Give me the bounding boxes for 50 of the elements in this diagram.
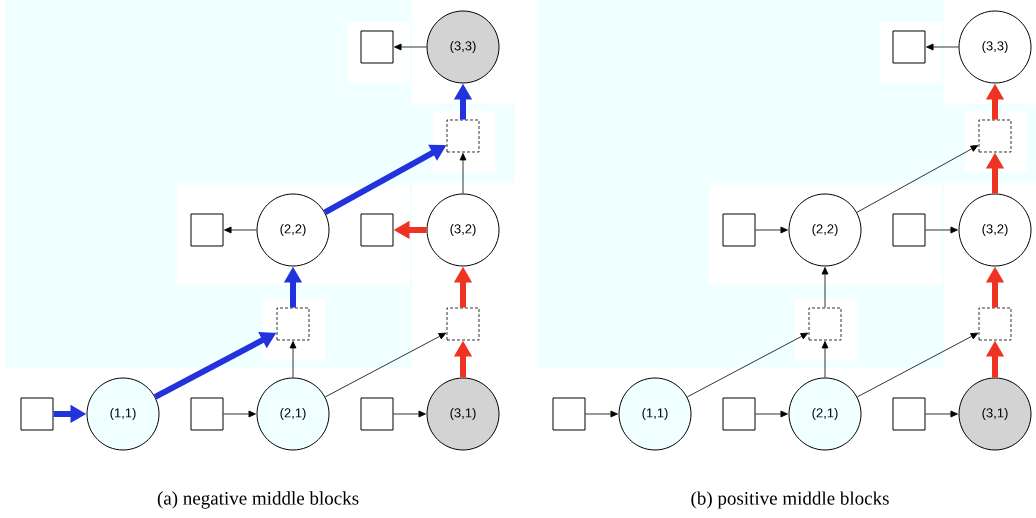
square-node (360, 30, 394, 64)
arrow (224, 226, 257, 234)
dashed-square (978, 119, 1012, 153)
arrow (856, 332, 979, 398)
caption: (a) negative middle blocks (157, 491, 359, 509)
circle-node: (3,3) (426, 10, 500, 84)
square-node (722, 397, 756, 431)
square-node (20, 397, 54, 431)
circle-node: (1,1) (618, 377, 692, 451)
arrow (821, 341, 829, 378)
circle-node: (3,3) (958, 10, 1032, 84)
circle-node: (2,2) (256, 193, 330, 267)
arrow (459, 153, 467, 194)
square-node (892, 213, 926, 247)
square-node (892, 397, 926, 431)
dashed-square (446, 307, 480, 341)
circle-node: (3,1) (958, 377, 1032, 451)
square-node (722, 213, 756, 247)
dashed-square (276, 307, 310, 341)
arrow (324, 332, 447, 398)
arrow (856, 145, 979, 213)
dashed-square (978, 307, 1012, 341)
arrow (393, 410, 426, 418)
circle-node: (1,1) (86, 377, 160, 451)
arrow (223, 410, 256, 418)
dashed-square (808, 307, 842, 341)
dashed-square (446, 119, 480, 153)
arrow (925, 226, 958, 234)
square-node (360, 213, 394, 247)
arrow (926, 43, 959, 51)
square-node (190, 397, 224, 431)
arrow (585, 410, 618, 418)
circle-node: (2,1) (788, 377, 862, 451)
arrow (289, 341, 297, 378)
square-node (892, 30, 926, 64)
circle-node: (2,2) (788, 193, 862, 267)
arrow (755, 226, 788, 234)
circle-node: (3,2) (426, 193, 500, 267)
circle-node: (3,1) (426, 377, 500, 451)
arrow (925, 410, 958, 418)
arrow (821, 267, 829, 308)
square-node (360, 397, 394, 431)
square-node (552, 397, 586, 431)
caption: (b) positive middle blocks (691, 491, 889, 509)
circle-node: (2,1) (256, 377, 330, 451)
circle-node: (3,2) (958, 193, 1032, 267)
square-node (190, 213, 224, 247)
arrow (394, 43, 427, 51)
arrow (755, 410, 788, 418)
arrow (686, 332, 809, 398)
